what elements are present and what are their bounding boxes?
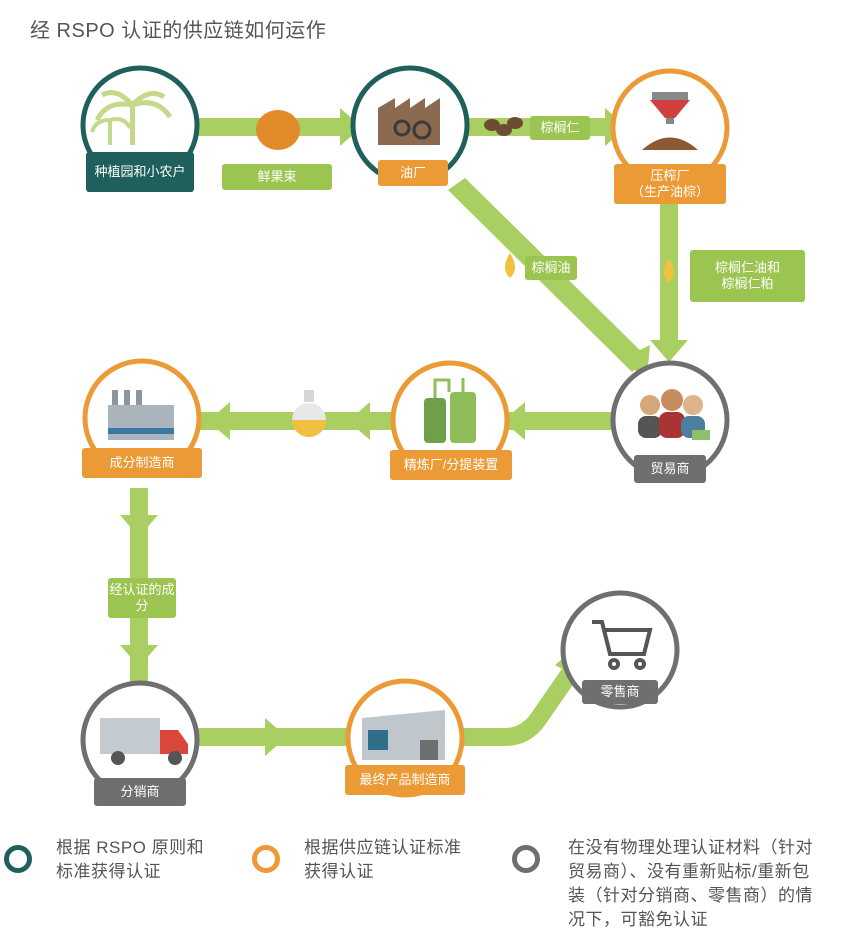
trader-label: 贸易商 bbox=[634, 455, 706, 483]
page-title: 经 RSPO 认证的供应链如何运作 bbox=[30, 20, 327, 42]
oil-drop-icon bbox=[664, 258, 674, 283]
mill-label: 油厂 bbox=[378, 160, 448, 186]
flow-arrow-trader-refinery bbox=[500, 412, 620, 430]
flow-arrow-head bbox=[265, 718, 287, 756]
oil-drop-icon bbox=[505, 253, 515, 278]
retailer-label: 零售商 bbox=[582, 680, 658, 704]
flask-icon bbox=[292, 390, 326, 437]
kernel-oil-flow-label: 棕榈仁油和 棕榈仁粕 bbox=[690, 250, 805, 302]
delivery-truck-icon bbox=[100, 718, 188, 765]
refinery-label: 精炼厂/分提装置 bbox=[390, 450, 512, 480]
refinery-tanks-icon bbox=[424, 378, 476, 443]
legend-orange-text: 根据供应链认证标准 获得认证 bbox=[304, 838, 462, 881]
traders-people-icon bbox=[638, 389, 710, 440]
warehouse-icon bbox=[362, 710, 445, 760]
distributor-label: 分销商 bbox=[94, 778, 186, 806]
kernel-flow-label: 棕榈仁 bbox=[530, 116, 590, 140]
manufacturing-plant-icon bbox=[108, 390, 174, 440]
legend-teal-text: 根据 RSPO 原则和 标准获得认证 bbox=[56, 838, 205, 881]
palm-tree-icon bbox=[90, 90, 173, 145]
flow-arrow-head bbox=[348, 402, 370, 440]
flow-arrow-head bbox=[503, 402, 525, 440]
manufacturer-label: 成分制造商 bbox=[82, 448, 202, 478]
certified-ingredient-flow-label: 经认证的成 分 bbox=[108, 578, 176, 618]
fresh-fruit-bunch-icon bbox=[256, 110, 300, 150]
flow-arrow-head bbox=[120, 645, 158, 667]
press-funnel-icon bbox=[642, 92, 698, 150]
product-maker-label: 最终产品制造商 bbox=[345, 765, 465, 795]
legend-teal-ring-icon bbox=[4, 845, 32, 873]
crusher-label: 压榨厂 （生产油棕） bbox=[614, 164, 726, 204]
flow-arrow-head bbox=[208, 402, 230, 440]
flow-arrow-head bbox=[120, 515, 158, 537]
retailer-node-ring bbox=[560, 590, 680, 710]
legend-gray-text: 在没有物理处理认证材料（针对 贸易商）、没有重新贴标/重新包 装（针对分销商、零… bbox=[568, 838, 813, 929]
legend-gray-ring-icon bbox=[512, 845, 540, 873]
ffb-flow-label: 鲜果束 bbox=[222, 164, 332, 190]
plantation-label: 种植园和小农户 bbox=[86, 152, 194, 192]
flow-arrow-head bbox=[650, 340, 688, 362]
legend-orange-ring-icon bbox=[252, 845, 280, 873]
palm-oil-flow-label: 棕榈油 bbox=[525, 256, 577, 280]
kernel-icon bbox=[484, 117, 523, 136]
factory-icon bbox=[378, 98, 440, 145]
shopping-cart-icon bbox=[592, 620, 653, 670]
